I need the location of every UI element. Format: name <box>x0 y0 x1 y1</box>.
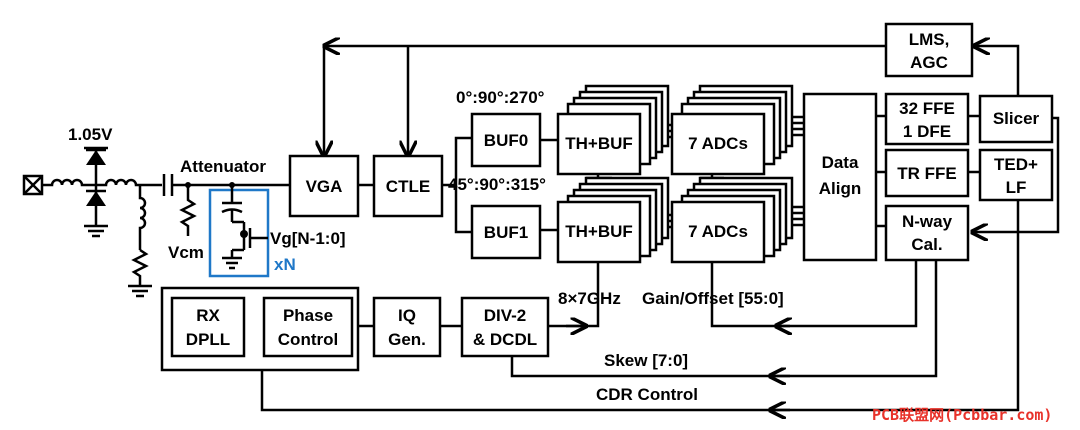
attenuator-label: Attenuator <box>180 157 266 176</box>
buf1-label: BUF1 <box>484 223 528 242</box>
gain-offset-label: Gain/Offset [55:0] <box>642 289 784 308</box>
nway-cal-block: N-way Cal. <box>884 204 970 262</box>
phase-mid-label: 45°:90°:315° <box>448 175 546 194</box>
attenuator-cell <box>221 182 268 270</box>
coupling-capacitor <box>162 174 290 196</box>
ted-lf-block: TED+ LF <box>978 148 1054 202</box>
termination-inductor <box>128 185 152 298</box>
tr-ffe-label: TR FFE <box>897 164 957 183</box>
adc-bottom-label: 7 ADCs <box>688 222 748 241</box>
phase-ctrl-line2: Control <box>278 330 338 349</box>
ted-line2: LF <box>1006 178 1027 197</box>
input-pad <box>22 174 44 196</box>
clock-label: 8×7GHz <box>558 289 621 308</box>
div2-line1: DIV-2 <box>484 306 527 325</box>
iq-line1: IQ <box>398 306 416 325</box>
thbuf-bottom-label: TH+BUF <box>565 222 633 241</box>
div2-line2: & DCDL <box>473 330 537 349</box>
attenuator-cell-highlight <box>208 188 270 278</box>
vga-label: VGA <box>306 177 343 196</box>
vcm-label: Vcm <box>168 243 204 262</box>
xn-label: xN <box>274 255 296 274</box>
ffe-line1: 32 FFE <box>899 99 955 118</box>
thbuf-top-stack: TH+BUF <box>556 84 670 176</box>
thbuf-top-label: TH+BUF <box>565 134 633 153</box>
supply-label: 1.05V <box>68 125 113 144</box>
adc-bottom-stack: 7 ADCs <box>670 176 794 264</box>
adc-top-label: 7 ADCs <box>688 134 748 153</box>
input-inductor-1 <box>42 178 96 187</box>
data-align-block: Data Align <box>802 92 878 262</box>
iq-line2: Gen. <box>388 330 426 349</box>
slicer-label: Slicer <box>993 109 1040 128</box>
lms-line2: AGC <box>910 53 948 72</box>
vcm-resistor <box>179 182 197 236</box>
vga-block: VGA <box>288 154 360 218</box>
buf1-block: BUF1 <box>470 204 542 260</box>
phase-control-block: Phase Control <box>262 296 354 358</box>
nway-line2: Cal. <box>911 235 942 254</box>
slicer-block: Slicer <box>978 94 1054 144</box>
ted-line1: TED+ <box>994 155 1038 174</box>
adc-top-stack: 7 ADCs <box>670 84 794 176</box>
ffe-line2: 1 DFE <box>903 122 951 141</box>
rx-dpll-block: RX DPLL <box>170 296 246 358</box>
thbuf-bottom-stack: TH+BUF <box>556 176 670 264</box>
ctle-label: CTLE <box>386 177 430 196</box>
rx-dpll-line1: RX <box>196 306 220 325</box>
watermark-text: PCB联盟网(Pcbbar.com) <box>872 406 1052 424</box>
iq-gen-block: IQ Gen. <box>372 296 442 358</box>
skew-label: Skew [7:0] <box>604 351 688 370</box>
cdr-label: CDR Control <box>596 385 698 404</box>
phase-ctrl-line1: Phase <box>283 306 333 325</box>
div2-dcdl-block: DIV-2 & DCDL <box>460 296 550 358</box>
buf0-label: BUF0 <box>484 131 528 150</box>
tr-ffe-block: TR FFE <box>884 148 970 198</box>
ctle-block: CTLE <box>372 154 444 218</box>
nway-line1: N-way <box>902 212 953 231</box>
esd-diodes <box>84 146 108 238</box>
data-align-line2: Align <box>819 179 862 198</box>
rx-dpll-line2: DPLL <box>186 330 230 349</box>
input-inductor-2 <box>96 178 162 187</box>
vg-label: Vg[N-1:0] <box>270 229 346 248</box>
buf0-block: BUF0 <box>470 112 542 168</box>
signal-wires <box>244 46 1060 410</box>
phase-top-label: 0°:90°:270° <box>456 88 545 107</box>
ffe-dfe-block: 32 FFE 1 DFE <box>884 92 970 146</box>
lms-agc-block: LMS, AGC <box>884 22 974 78</box>
data-align-line1: Data <box>822 153 859 172</box>
lms-line1: LMS, <box>909 30 950 49</box>
